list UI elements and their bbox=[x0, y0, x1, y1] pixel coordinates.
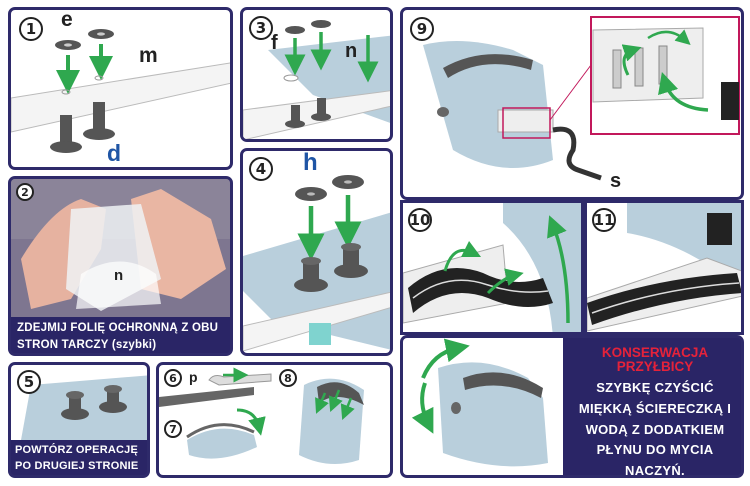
step-10-illustration bbox=[403, 203, 581, 332]
step-1-panel: 1 e m d bbox=[8, 7, 233, 170]
step-9-panel: 9 s bbox=[400, 7, 744, 200]
steps-6-8-panel: 6 7 8 p bbox=[156, 362, 393, 478]
label-n: n bbox=[345, 40, 358, 62]
step-7-number: 7 bbox=[164, 420, 182, 438]
step-11-panel: 11 bbox=[584, 200, 744, 335]
step-5-panel: 5 POWTÓRZ OPERACJĘ PO DRUGIEJ STRONIE bbox=[8, 362, 150, 478]
step-11-number: 11 bbox=[592, 208, 616, 232]
label-d: d bbox=[107, 140, 122, 166]
step-9-illustration bbox=[423, 16, 740, 181]
step-1-number: 1 bbox=[19, 17, 43, 41]
step-11-illustration bbox=[587, 203, 741, 332]
step-10-number: 10 bbox=[408, 208, 432, 232]
notice-body: SZYBKĘ CZYŚCIĆ MIĘKKĄ ŚCIERECZKĄ I WODĄ … bbox=[578, 380, 732, 478]
step-6-number: 6 bbox=[164, 369, 182, 387]
step-2-number: 2 bbox=[16, 183, 34, 201]
step-4-illustration bbox=[243, 175, 390, 352]
step-2-photo bbox=[11, 179, 230, 317]
step-2-caption: ZDEJMIJ FOLIĘ OCHRONNĄ Z OBU STRON TARCZ… bbox=[17, 322, 219, 351]
label-f: f bbox=[271, 32, 278, 54]
step-4-number: 4 bbox=[249, 157, 273, 181]
label-s: s bbox=[610, 170, 622, 192]
step-3-panel: 3 f n bbox=[240, 7, 393, 142]
step-3-number: 3 bbox=[249, 16, 273, 40]
step-5-caption: POWTÓRZ OPERACJĘ PO DRUGIEJ STRONIE bbox=[15, 444, 139, 472]
label-h: h bbox=[303, 149, 318, 176]
step-1-illustration bbox=[11, 29, 230, 153]
step-4-panel: 4 h bbox=[240, 148, 393, 356]
label-e: e bbox=[61, 8, 73, 31]
step-10-panel: 10 bbox=[400, 200, 584, 335]
step-3-illustration bbox=[243, 20, 390, 139]
label-p: p bbox=[189, 369, 198, 385]
label-n-photo: n bbox=[114, 267, 124, 284]
notice-title: KONSERWACJA PRZYŁBICY bbox=[601, 345, 709, 375]
step-9-number: 9 bbox=[410, 17, 434, 41]
maintenance-notice: KONSERWACJA PRZYŁBICY SZYBKĘ CZYŚCIĆ MIĘ… bbox=[563, 338, 741, 478]
step-8-number: 8 bbox=[279, 369, 297, 387]
label-m: m bbox=[139, 44, 158, 67]
maintenance-illustration bbox=[403, 338, 563, 475]
maintenance-panel: KONSERWACJA PRZYŁBICY SZYBKĘ CZYŚCIĆ MIĘ… bbox=[400, 335, 744, 478]
step-2-panel: 2 n ZDEJMIJ FOLIĘ OCHRONNĄ Z OBU STRON T… bbox=[8, 176, 233, 356]
steps-6-8-illustration bbox=[159, 367, 364, 464]
step-5-number: 5 bbox=[17, 370, 41, 394]
